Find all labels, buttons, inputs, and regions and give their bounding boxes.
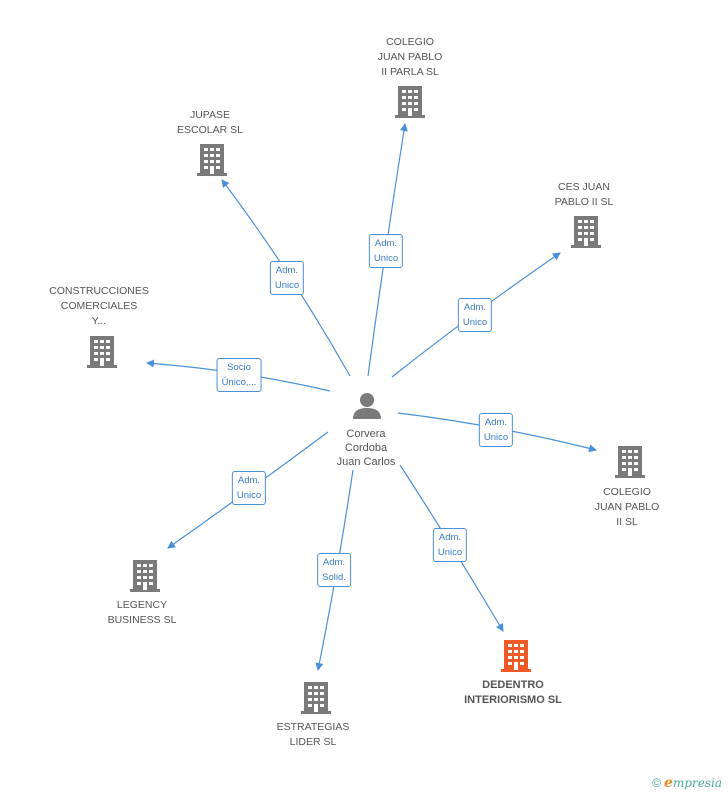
- edge-label-dedentro-interiorismo: Adm. Unico: [432, 528, 468, 562]
- brand-logo: empresia: [664, 775, 722, 791]
- building-icon[interactable]: [501, 640, 531, 672]
- company-label-construcciones-comerciales[interactable]: CONSTRUCCIONES COMERCIALES Y...: [49, 285, 149, 327]
- edge-label-jupase-escolar: Adm. Unico: [269, 261, 305, 295]
- company-label-colegio-juan-pablo-ii[interactable]: COLEGIO JUAN PABLO II SL: [594, 486, 660, 528]
- building-icon[interactable]: [197, 144, 227, 176]
- edge-label-estrategias-lider: Adm. Solid.: [317, 553, 351, 587]
- company-label-jupase-escolar[interactable]: JUPASE ESCOLAR SL: [177, 109, 243, 136]
- person-name[interactable]: Corvera Cordoba Juan Carlos: [336, 428, 396, 468]
- building-icon[interactable]: [301, 682, 331, 714]
- company-label-estrategias-lider[interactable]: ESTRATEGIAS LIDER SL: [276, 721, 350, 748]
- company-label-ces-juan-pablo-ii[interactable]: CES JUAN PABLO II SL: [554, 181, 614, 208]
- edge-label-ces-juan-pablo-ii: Adm. Unico: [457, 298, 493, 332]
- copyright-icon: ©: [652, 776, 662, 790]
- company-label-legency-business[interactable]: LEGENCY BUSINESS SL: [107, 599, 177, 626]
- edge-label-construcciones-comerciales: Socio Único,...: [216, 358, 262, 392]
- building-icon[interactable]: [130, 560, 160, 592]
- company-label-dedentro-interiorismo[interactable]: DEDENTRO INTERIORISMO SL: [464, 679, 562, 706]
- person-icon: [353, 393, 381, 419]
- edge-label-colegio-juan-pablo-ii: Adm. Unico: [478, 413, 514, 447]
- building-icon[interactable]: [571, 216, 601, 248]
- edge-label-colegio-juan-pablo-ii-parla: Adm. Unico: [368, 234, 404, 268]
- edge-label-legency-business: Adm. Unico: [231, 471, 267, 505]
- building-icon[interactable]: [615, 446, 645, 478]
- copyright-footer: © empresia: [652, 775, 722, 791]
- company-label-colegio-juan-pablo-ii-parla[interactable]: COLEGIO JUAN PABLO II PARLA SL: [377, 36, 443, 78]
- building-icon[interactable]: [395, 86, 425, 118]
- building-icon[interactable]: [87, 336, 117, 368]
